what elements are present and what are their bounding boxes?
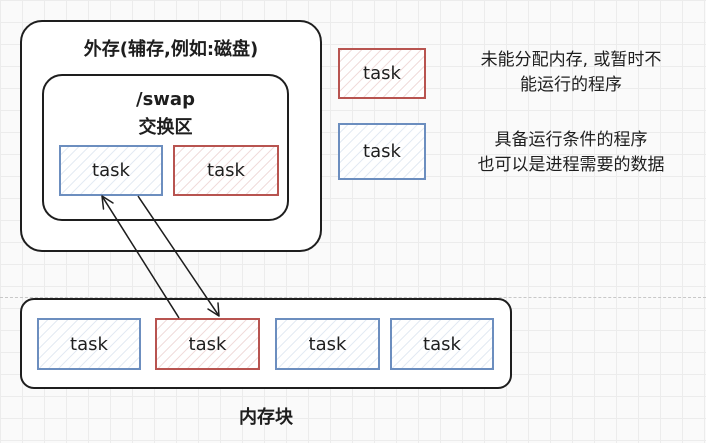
legend-blue-description-line1: 具备运行条件的程序 xyxy=(494,130,648,150)
legend-task-red: task xyxy=(338,48,426,99)
memory-block-title: 内存块 xyxy=(239,407,293,428)
swap-task-1: task xyxy=(59,145,163,196)
swap-out-arrow xyxy=(101,195,180,319)
swap-area-path: /swap xyxy=(136,89,195,110)
canvas-divider-line xyxy=(0,297,706,298)
legend-task-blue: task xyxy=(338,123,426,180)
legend-red-description-line2: 能运行的程序 xyxy=(520,75,622,95)
memory-task-4: task xyxy=(390,318,494,370)
swap-task-2: task xyxy=(173,145,279,196)
legend-red-description-line1: 未能分配内存, 或暂时不 xyxy=(480,50,662,70)
swap-in-arrow xyxy=(137,195,220,317)
external-storage-title: 外存(辅存,例如:磁盘) xyxy=(83,39,259,60)
swap-area-title: 交换区 xyxy=(138,117,193,138)
legend-blue-description-line2: 也可以是进程需要的数据 xyxy=(477,155,665,175)
memory-task-3: task xyxy=(275,318,380,370)
memory-task-1: task xyxy=(37,318,141,370)
memory-task-2: task xyxy=(155,318,260,370)
